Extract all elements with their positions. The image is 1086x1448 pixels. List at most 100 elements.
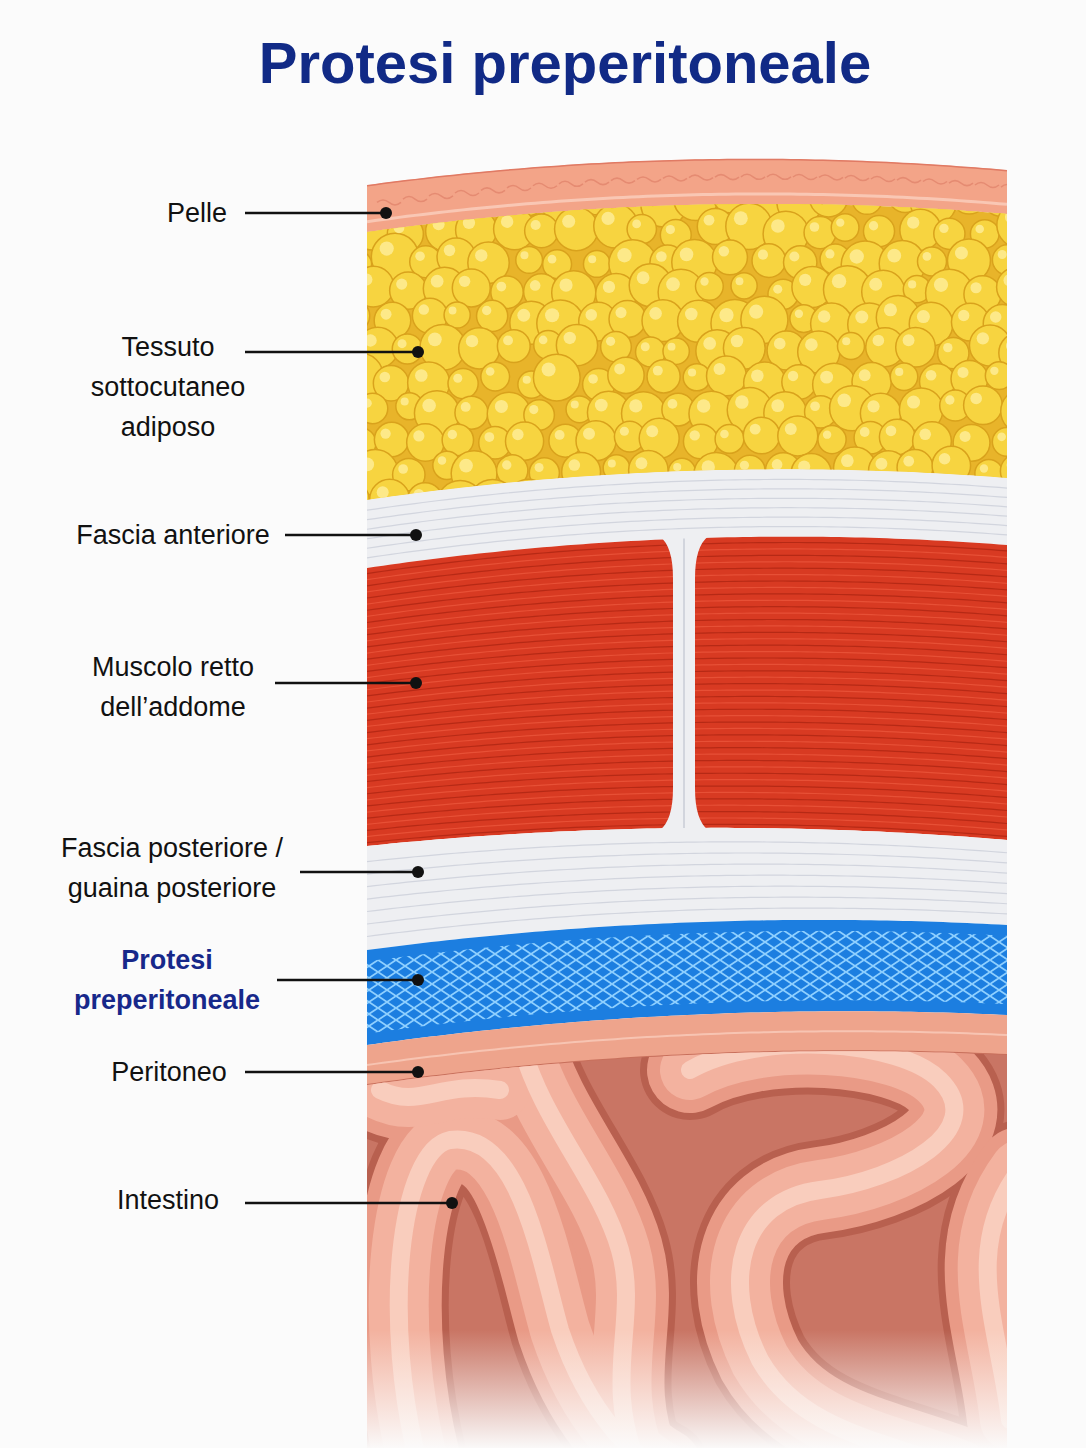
fat-highlight <box>656 251 667 262</box>
fat-highlight <box>945 395 954 404</box>
fat-highlight <box>1005 210 1019 224</box>
fat-lobule <box>809 179 847 217</box>
fat-lobule <box>778 416 818 456</box>
fat-highlight <box>615 307 626 318</box>
linea-alba-line <box>683 539 685 828</box>
fat-highlight <box>841 454 854 467</box>
skin-texture-stroke <box>819 175 843 180</box>
fat-highlight <box>569 459 581 471</box>
fat-lobule <box>888 179 922 213</box>
fat-highlight <box>884 303 897 316</box>
fat-highlight <box>903 334 915 346</box>
fat-highlight <box>485 186 495 196</box>
fat-highlight <box>989 187 1000 198</box>
fat-lobule <box>341 484 369 512</box>
fat-highlight <box>703 337 716 350</box>
fat-highlight <box>530 280 541 291</box>
fat-lobule <box>831 214 859 242</box>
fat-highlight <box>446 189 458 201</box>
fat-lobule <box>477 300 508 331</box>
fat-highlight <box>495 400 508 413</box>
leader-line <box>245 351 418 354</box>
fat-highlight <box>700 277 708 285</box>
skin-texture-stroke <box>429 193 453 198</box>
fat-highlight <box>960 431 971 442</box>
fat-highlight <box>771 399 784 412</box>
fat-highlight <box>459 459 473 473</box>
fat-highlight <box>825 249 834 258</box>
fat-highlight <box>805 338 818 351</box>
fat-highlight <box>555 430 565 440</box>
skin-texture-stroke <box>1001 185 1025 190</box>
fat-highlight <box>398 339 407 348</box>
fat-highlight <box>517 309 530 322</box>
fat-highlight <box>713 363 725 375</box>
fat-highlight <box>758 250 768 260</box>
fat-layer <box>367 204 1007 500</box>
fat-highlight <box>668 399 678 409</box>
fat-highlight <box>415 251 425 261</box>
fat-highlight <box>606 337 615 346</box>
leader-dot <box>412 346 424 358</box>
fat-highlight <box>548 255 557 264</box>
fat-highlight <box>850 249 864 263</box>
fat-highlight <box>401 397 409 405</box>
fat-lobule <box>439 182 479 222</box>
fat-highlight <box>816 185 828 197</box>
fat-highlight <box>917 310 930 323</box>
fat-lobule <box>444 302 470 328</box>
fat-highlight <box>970 282 981 293</box>
skin-texture-stroke <box>923 179 947 184</box>
layer-label: Fascia anteriore <box>53 515 293 555</box>
fat-highlight <box>601 212 614 225</box>
fat-highlight <box>719 246 729 256</box>
fat-lobule <box>608 357 644 393</box>
fat-highlight <box>341 194 351 204</box>
fat-highlight <box>545 308 559 322</box>
fat-highlight <box>486 367 495 376</box>
fat-highlight <box>719 186 729 196</box>
skin-texture <box>377 174 1025 205</box>
skin-texture-stroke <box>611 178 635 183</box>
fat-highlight <box>934 278 948 292</box>
skin-texture-stroke <box>533 183 557 188</box>
fat-lobule <box>515 188 542 215</box>
fat-highlight <box>351 433 360 442</box>
fat-lobule <box>479 180 513 214</box>
fat-lobule <box>481 362 510 391</box>
fat-highlight <box>363 399 372 408</box>
fat-highlight <box>958 185 968 195</box>
fat-highlight <box>503 336 513 346</box>
fat-highlight <box>475 249 487 261</box>
fat-highlight <box>719 308 733 322</box>
fat-highlight <box>887 249 901 263</box>
fat-highlight <box>512 429 523 440</box>
fat-highlight <box>595 399 608 412</box>
fat-lobule <box>992 245 1022 275</box>
fat-highlight <box>449 307 457 315</box>
fat-highlight <box>977 332 989 344</box>
leader-line <box>245 1071 418 1074</box>
fascia-fiber <box>367 508 1007 539</box>
rectus-muscle <box>367 537 1007 846</box>
fat-highlight <box>413 430 424 441</box>
fat-highlight <box>377 486 389 498</box>
fat-highlight <box>957 367 968 378</box>
fat-highlight <box>939 224 948 233</box>
fat-highlight <box>637 271 650 284</box>
fat-lobule <box>985 362 1013 390</box>
fat-highlight <box>837 394 851 408</box>
fat-highlight <box>466 335 478 347</box>
fat-lobule <box>992 428 1021 457</box>
leader-lines <box>245 213 452 1203</box>
fat-highlight <box>620 189 632 201</box>
fat-highlight <box>990 311 1002 323</box>
layer-label: Fascia posteriore / guaina posteriore <box>40 828 305 908</box>
fat-highlight <box>680 248 694 262</box>
fat-highlight <box>810 401 820 411</box>
fat-highlight <box>697 399 711 413</box>
leader-line <box>300 871 418 874</box>
fat-highlight <box>398 464 408 474</box>
fat-highlight <box>531 220 541 230</box>
